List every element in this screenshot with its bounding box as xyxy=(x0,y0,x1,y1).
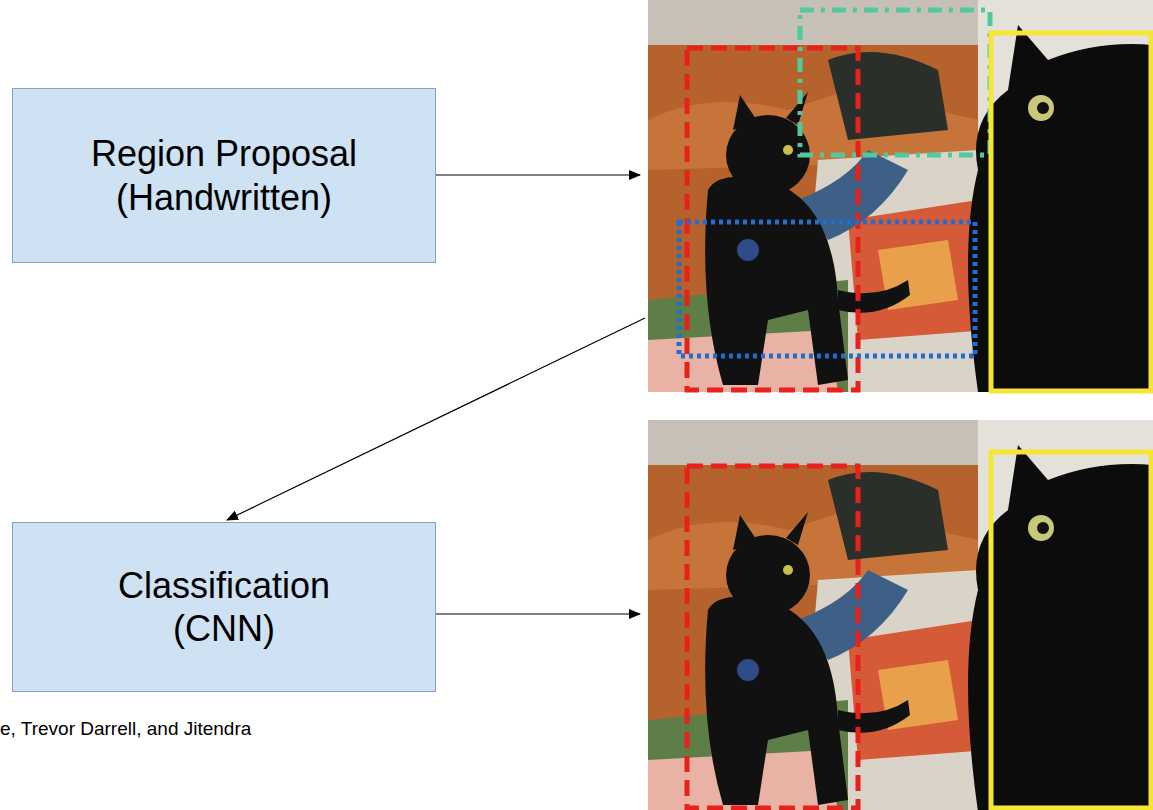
box-label: Classification (CNN) xyxy=(74,564,374,650)
arrow xyxy=(436,613,640,614)
process-box: Region Proposal (Handwritten) xyxy=(12,88,436,263)
cat-photo-proposals xyxy=(648,0,1153,392)
cat-photo-classified xyxy=(648,420,1153,810)
process-box: Classification (CNN) xyxy=(12,522,436,692)
arrow xyxy=(436,174,640,175)
citation-note: e, Trevor Darrell, and Jitendra xyxy=(0,718,251,740)
box-label: Region Proposal (Handwritten) xyxy=(74,132,374,218)
arrow xyxy=(227,318,645,520)
